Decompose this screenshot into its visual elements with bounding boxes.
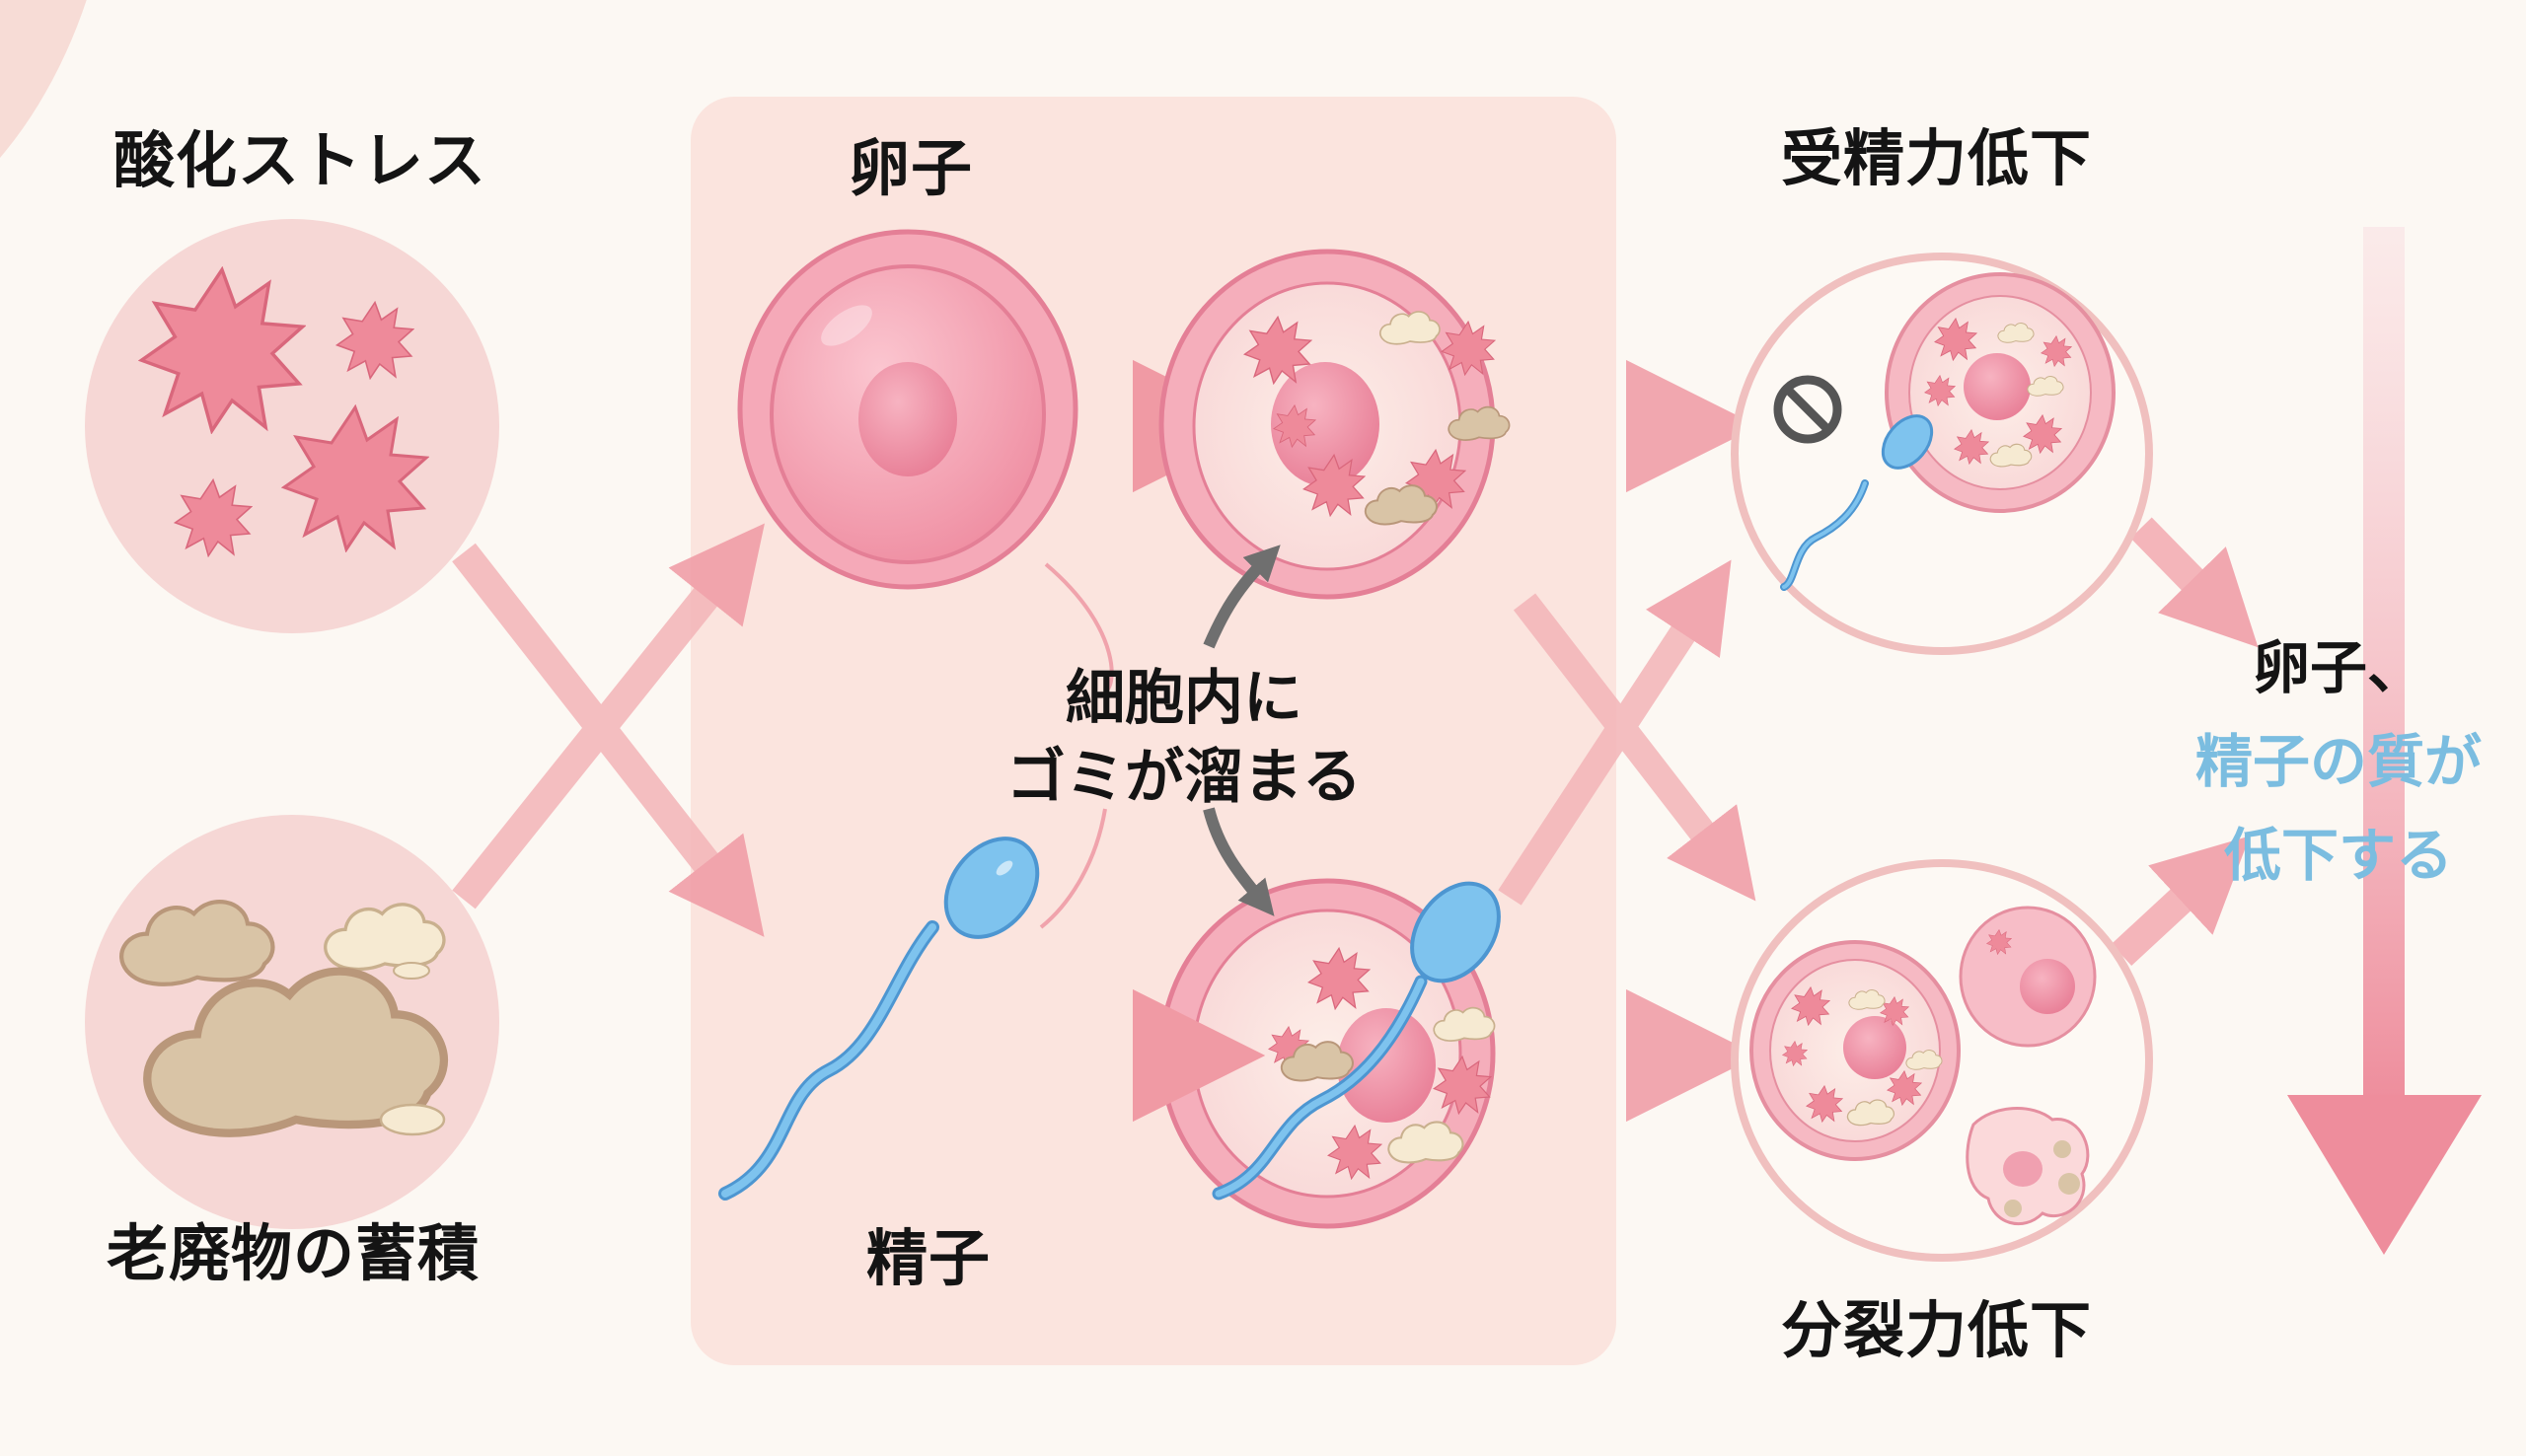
outcome-arrows <box>1498 359 2259 1123</box>
center-caption-line2: ゴミが溜まる <box>1006 743 1362 812</box>
conclusion-line3: 低下する <box>2223 822 2453 889</box>
center-caption-line1: 細胞内に <box>1066 664 1302 733</box>
fertilization-failure-illustration <box>1731 253 2153 655</box>
prohibited-icon <box>1773 375 1842 444</box>
sperm-entering-egg-icon <box>1212 881 1501 1201</box>
connector-curve <box>1044 562 1114 692</box>
connector-curve <box>1039 808 1107 929</box>
fertilization-decline-label: 受精力低下 <box>1781 122 2093 194</box>
oxidative-stress-label: 酸化ストレス <box>113 124 487 196</box>
conclusion-text: 卵子、 精子の質が 低下する <box>2171 621 2506 903</box>
damaged-egg-with-sperm-icon <box>1158 878 1496 1229</box>
division-decline-label: 分裂力低下 <box>1781 1294 2093 1366</box>
gray-arrow-up <box>1203 545 1281 649</box>
gray-arrow-down <box>1203 807 1275 916</box>
crossing-arrows-left <box>452 523 765 937</box>
center-caption: 細胞内に ゴミが溜まる <box>977 659 1391 817</box>
conclusion-line2: 精子の質が <box>2194 728 2482 795</box>
waste-accumulation-label: 老廃物の蓄積 <box>107 1217 481 1289</box>
healthy-egg-icon <box>737 229 1078 590</box>
conclusion-line1: 卵子、 <box>2252 634 2424 701</box>
division-failure-illustration <box>1731 859 2153 1262</box>
waste-accumulation-illustration <box>85 815 499 1229</box>
quality-decline-arrow <box>2287 227 2482 1255</box>
damaged-egg-icon <box>1158 249 1511 600</box>
sperm-label: 精子 <box>866 1222 992 1294</box>
oxidative-stress-illustration <box>85 219 499 633</box>
sperm-icon <box>718 837 1040 1201</box>
egg-label: 卵子 <box>849 132 974 204</box>
